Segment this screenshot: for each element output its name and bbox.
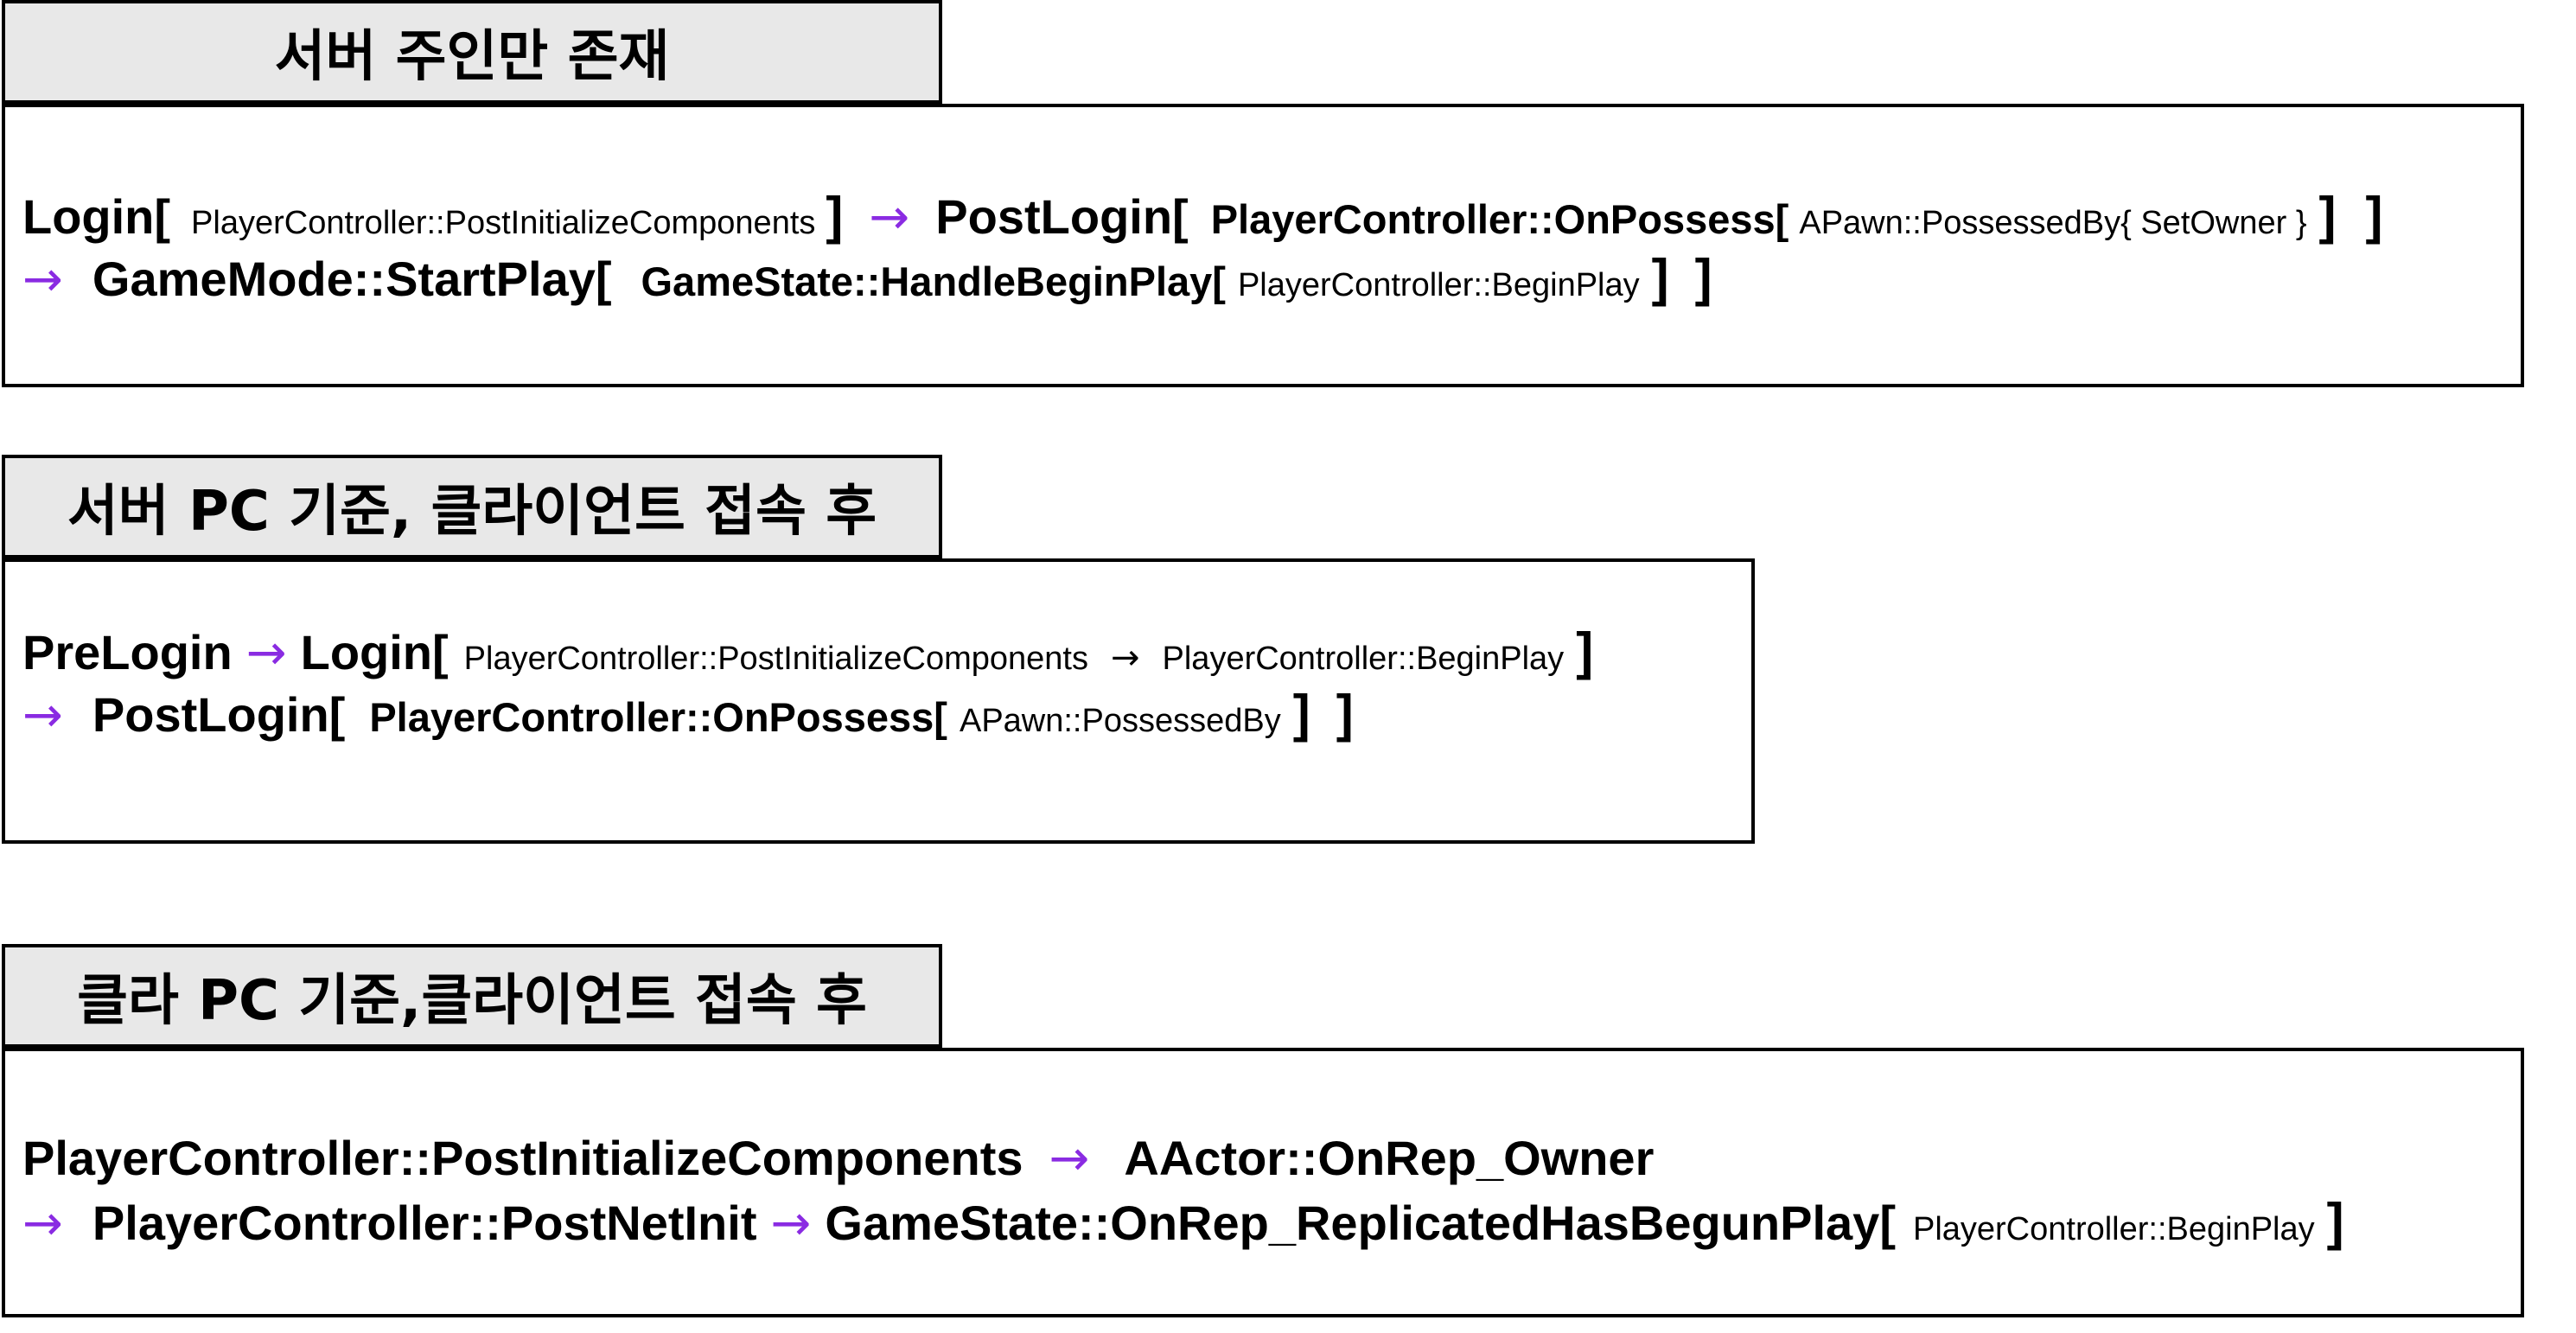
arrow-icon: → <box>245 625 287 681</box>
flow-box: PreLogin → Login[ PlayerController::Post… <box>2 558 1755 844</box>
step-apawn-possessed-by: APawn::PossessedBy{ SetOwner } <box>1799 205 2307 241</box>
flow-line-2: → PostLogin[ PlayerController::OnPossess… <box>22 688 1354 740</box>
bracket-close: ] <box>1694 249 1712 307</box>
step-aactor-on-rep-owner: AActor::OnRep_Owner <box>1124 1131 1655 1185</box>
section-server-owner-only: 서버 주인만 존재 Login[ PlayerController::PostI… <box>0 0 2524 387</box>
flow-line-1: PreLogin → Login[ PlayerController::Post… <box>22 626 1593 678</box>
flow-line-1: PlayerController::PostInitializeComponen… <box>22 1134 1654 1183</box>
step-gamemode-start-play: GameMode::StartPlay[ <box>92 252 612 306</box>
arrow-icon: → <box>22 252 63 308</box>
step-gamestate-handle-begin-play: GameState::HandleBeginPlay[ <box>641 258 1226 304</box>
step-pc-post-initialize-components: PlayerController::PostInitializeComponen… <box>22 1131 1023 1185</box>
section-server-pc-client-join: 서버 PC 기준, 클라이언트 접속 후 PreLogin → Login[ P… <box>0 455 1755 844</box>
step-gamestate-on-rep-replicated-has-begun-play: GameState::OnRep_ReplicatedHasBegunPlay[ <box>825 1196 1896 1250</box>
section-title-tab: 서버 PC 기준, 클라이언트 접속 후 <box>2 455 942 558</box>
step-pc-post-net-init: PlayerController::PostNetInit <box>92 1196 757 1250</box>
step-post-login: PostLogin[ <box>92 687 346 742</box>
step-pc-begin-play: PlayerController::BeginPlay <box>1237 267 1640 303</box>
section-client-pc-client-join: 클라 PC 기준,클라이언트 접속 후 PlayerController::Po… <box>0 944 2524 1333</box>
flow-line-1: Login[ PlayerController::PostInitializeC… <box>22 190 2383 242</box>
bracket-close: ] <box>1651 249 1669 307</box>
step-login: Login[ <box>22 189 171 244</box>
section-title: 서버 PC 기준, 클라이언트 접속 후 <box>67 480 877 544</box>
arrow-icon: → <box>1049 1131 1090 1187</box>
step-pc-begin-play: PlayerController::BeginPlay <box>1912 1211 2315 1247</box>
flow-box: Login[ PlayerController::PostInitializeC… <box>2 104 2524 387</box>
step-pc-post-initialize-components: PlayerController::PostInitializeComponen… <box>191 205 816 241</box>
step-pc-on-possess: PlayerController::OnPossess[ <box>369 694 947 740</box>
arrow-icon: → <box>22 1196 63 1252</box>
arrow-icon: → <box>869 189 910 246</box>
section-title: 클라 PC 기준,클라이언트 접속 후 <box>77 969 867 1033</box>
section-title: 서버 주인만 존재 <box>274 25 670 89</box>
bracket-close: ] <box>2318 187 2337 245</box>
step-apawn-possessed-by: APawn::PossessedBy <box>959 703 1281 739</box>
section-title-tab: 클라 PC 기준,클라이언트 접속 후 <box>2 944 942 1048</box>
bracket-close: ] <box>826 187 844 245</box>
step-pc-on-possess: PlayerController::OnPossess[ <box>1210 196 1789 242</box>
arrow-icon: → <box>22 687 63 743</box>
flow-line-2: → PlayerController::PostNetInit → GameSt… <box>22 1196 2344 1248</box>
step-pc-begin-play: PlayerController::BeginPlay <box>1162 641 1565 677</box>
bracket-close: ] <box>2326 1193 2344 1251</box>
step-pre-login: PreLogin <box>22 625 233 679</box>
step-login: Login[ <box>300 625 449 679</box>
section-title-tab: 서버 주인만 존재 <box>2 0 942 104</box>
bracket-close: ] <box>2365 187 2383 245</box>
flow-line-2: → GameMode::StartPlay[ GameState::Handle… <box>22 252 1712 304</box>
flow-box: PlayerController::PostInitializeComponen… <box>2 1048 2524 1317</box>
arrow-icon: → <box>770 1196 812 1252</box>
step-pc-post-initialize-components: PlayerController::PostInitializeComponen… <box>463 641 1088 677</box>
bracket-close: ] <box>1336 685 1354 743</box>
arrow-icon: → <box>1111 638 1140 678</box>
step-post-login: PostLogin[ <box>935 189 1189 244</box>
bracket-close: ] <box>1576 622 1594 680</box>
bracket-close: ] <box>1292 685 1310 743</box>
